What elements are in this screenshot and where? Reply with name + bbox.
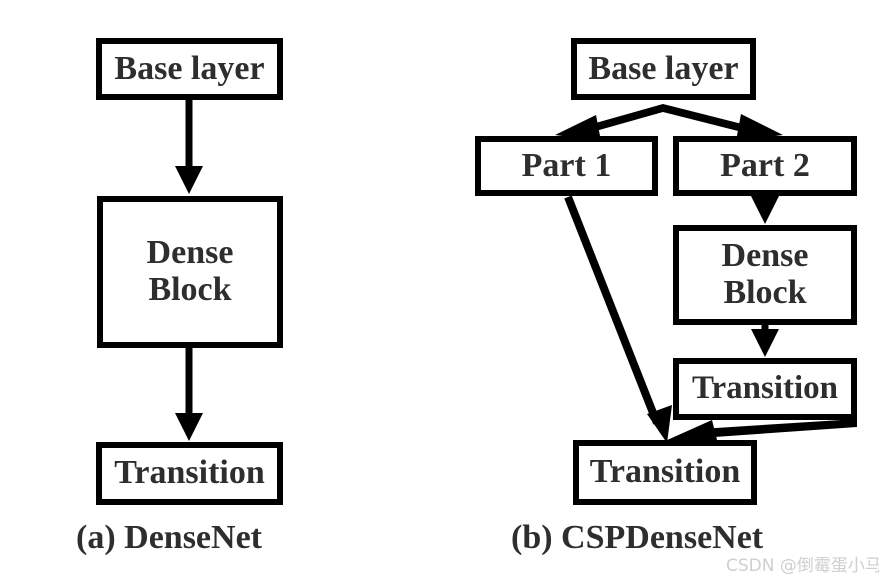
node-label: Part 2 — [720, 146, 810, 184]
caption-cspdensenet: (b) CSPDenseNet — [511, 519, 764, 556]
node-dense-block-cspdensenet[interactable]: Dense Block — [673, 225, 857, 325]
edge-b-base-to-part1 — [555, 104, 663, 141]
node-label: Dense Block — [721, 237, 809, 311]
edge-a-dense-to-transition — [175, 348, 203, 441]
node-transition-lower[interactable]: Transition — [573, 440, 757, 505]
csdn-watermark: CSDN @倒霉蛋小马 — [726, 556, 879, 576]
node-base-layer-cspdensenet[interactable]: Base layer — [571, 38, 756, 100]
node-label: Transition — [589, 453, 741, 491]
node-label: Dense Block — [146, 234, 234, 308]
node-transition-densenet[interactable]: Transition — [96, 442, 283, 505]
edge-b-part2-to-dense — [751, 196, 779, 224]
node-label: Base layer — [588, 49, 739, 87]
node-transition-upper[interactable]: Transition — [673, 358, 857, 420]
node-part-1[interactable]: Part 1 — [475, 136, 658, 196]
caption-densenet: (a) DenseNet — [76, 519, 262, 556]
node-label: Transition — [114, 454, 265, 492]
edge-b-dense-to-transition — [751, 325, 779, 357]
node-part-2[interactable]: Part 2 — [673, 136, 857, 196]
edge-b-transition-upper-to-lower — [665, 419, 857, 444]
node-label: Transition — [691, 370, 839, 407]
node-dense-block-densenet[interactable]: Dense Block — [97, 196, 283, 348]
node-label: Part 1 — [521, 146, 612, 184]
node-base-layer-densenet[interactable]: Base layer — [96, 38, 283, 100]
edge-b-base-to-part2 — [663, 104, 783, 141]
edge-b-part1-to-transition-lower — [564, 195, 672, 443]
node-label: Base layer — [114, 49, 265, 87]
edge-a-base-to-dense — [175, 100, 203, 194]
